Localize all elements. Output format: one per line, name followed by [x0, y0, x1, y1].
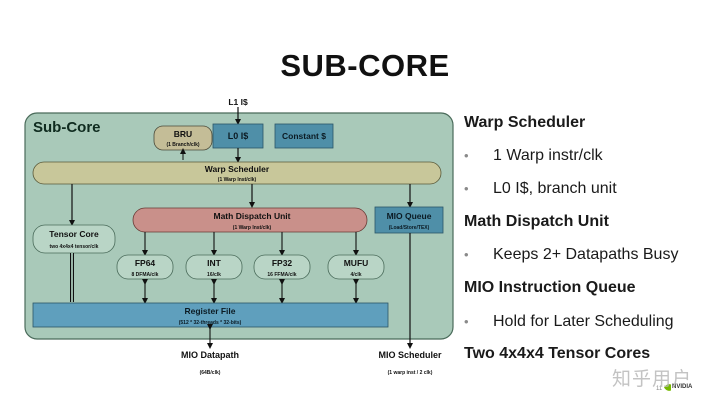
mio-datapath-title: MIO Datapath — [181, 350, 239, 360]
math-dispatch-bar — [132, 207, 368, 233]
l0-icache-title: L0 I$ — [228, 131, 249, 141]
register-file-title: Register File — [184, 306, 235, 316]
bullet-dot: • — [464, 247, 469, 262]
unit-int-sub: 16/clk — [207, 272, 221, 278]
unit-fp64: FP64 8 DFMA/clk — [116, 254, 174, 280]
nvidia-logo-icon — [664, 384, 671, 391]
l1-icache-label: L1 I$ — [228, 97, 248, 107]
mio-queue-title: MIO Queue — [387, 211, 432, 221]
unit-register-arrows — [142, 279, 359, 304]
mio-scheduler-title: MIO Scheduler — [378, 350, 442, 360]
bullet-text: Keeps 2+ Datapaths Busy — [493, 246, 679, 263]
unit-int-title: INT — [207, 258, 222, 268]
bru-sub: (1 Branch/clk) — [166, 142, 199, 148]
bullet-dot: • — [464, 148, 469, 163]
heading-mio-queue: MIO Instruction Queue — [464, 279, 636, 296]
unit-fp64-sub: 8 DFMA/clk — [132, 272, 159, 278]
l0-icache-box — [212, 123, 264, 149]
heading-tensor-cores: Two 4x4x4 Tensor Cores — [464, 345, 651, 362]
constant-cache-title: Constant $ — [282, 131, 326, 141]
heading-warp-scheduler: Warp Scheduler — [464, 114, 586, 131]
warp-scheduler-title: Warp Scheduler — [205, 164, 270, 174]
mio-queue-sub: (Load/Store/TEX) — [389, 225, 430, 231]
tensor-core-title: Tensor Core — [49, 229, 99, 239]
bullet-dot: • — [464, 181, 469, 196]
mio-scheduler-sub: (1 warp inst / 2 clk) — [388, 370, 433, 376]
watermark: 知乎用户 — [612, 369, 693, 390]
bullet-text: 1 Warp instr/clk — [493, 147, 603, 164]
mio-queue-box — [374, 206, 444, 234]
bullet-dot: • — [464, 314, 469, 329]
constant-cache-box — [274, 123, 334, 149]
unit-fp32: FP32 16 FFMA/clk — [253, 254, 311, 280]
page-number: 11 — [656, 386, 663, 392]
math-dispatch-title: Math Dispatch Unit — [214, 211, 291, 221]
warp-scheduler-sub: (1 Warp Inst/clk) — [218, 177, 257, 183]
unit-fp64-title: FP64 — [135, 258, 156, 268]
tensor-core-sub: two 4x4x4 tensor/clk — [50, 244, 99, 250]
unit-mufu-title: MUFU — [344, 258, 369, 268]
heading-math-dispatch: Math Dispatch Unit — [464, 213, 609, 230]
unit-fp32-sub: 16 FFMA/clk — [267, 272, 296, 278]
unit-int: INT 16/clk — [185, 254, 243, 280]
unit-fp32-title: FP32 — [272, 258, 293, 268]
register-file-box — [32, 302, 389, 328]
unit-mufu-sub: 4/clk — [350, 272, 361, 278]
warp-scheduler-bar — [32, 161, 442, 185]
register-file-sub: (512 * 32-threads * 32-bits) — [179, 320, 242, 326]
sub-core-label: Sub-Core — [33, 119, 101, 136]
unit-mufu: MUFU 4/clk — [327, 254, 385, 280]
slide-title: SUB-CORE — [280, 48, 450, 83]
bru-title: BRU — [174, 129, 192, 139]
bullet-text: Hold for Later Scheduling — [493, 313, 674, 330]
math-dispatch-sub: (1 Warp Inst/clk) — [233, 225, 272, 231]
mio-datapath-sub: (64B/clk) — [200, 370, 221, 376]
bullet-text: L0 I$, branch unit — [493, 180, 617, 197]
nvidia-logo-text: NVIDIA — [672, 384, 693, 390]
